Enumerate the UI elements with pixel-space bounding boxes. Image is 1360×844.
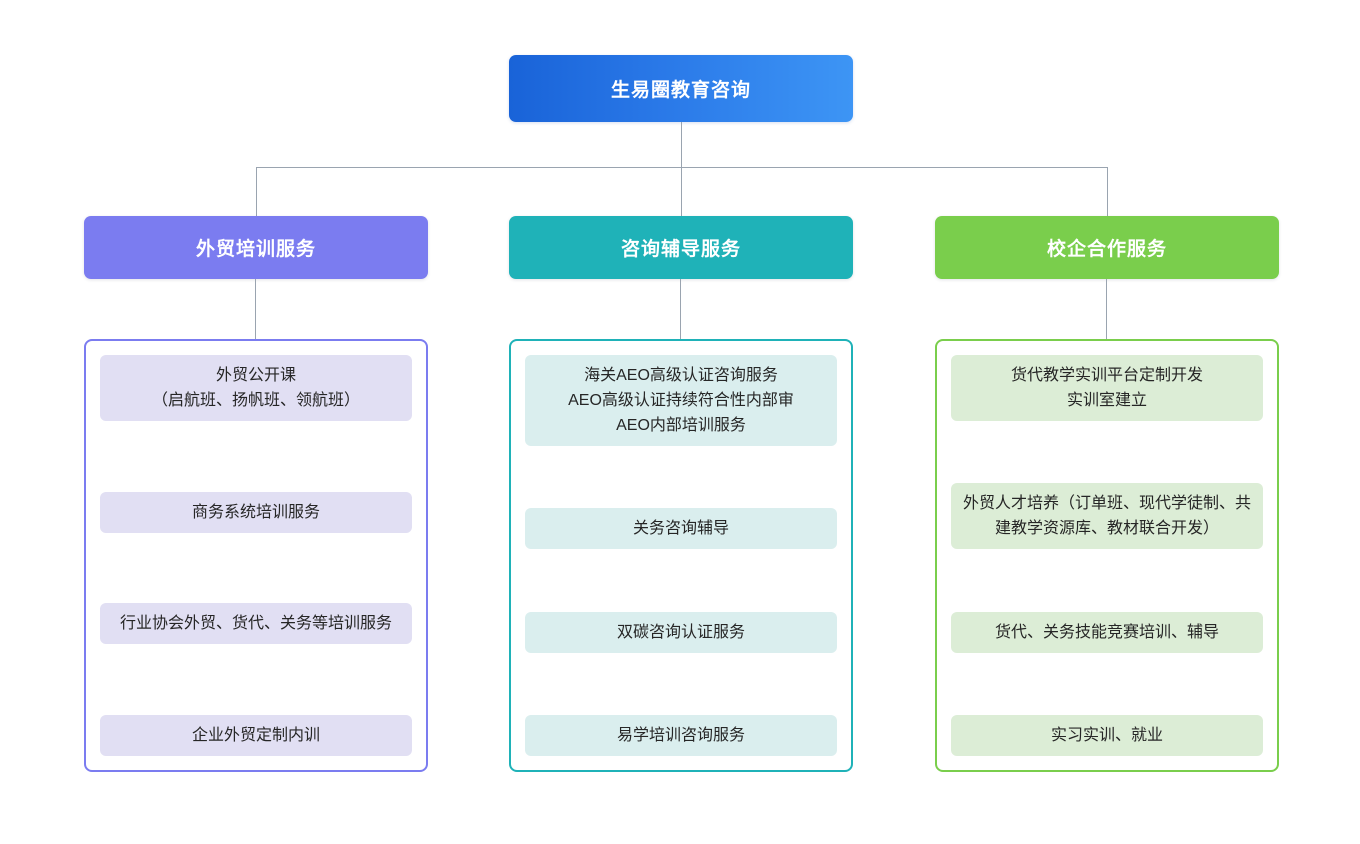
item-card[interactable]: 外贸公开课 （启航班、扬帆班、领航班） — [100, 355, 412, 421]
branch-drop-connector-1 — [256, 167, 257, 216]
item-card[interactable]: 货代、关务技能竞赛培训、辅导 — [951, 611, 1263, 653]
branch-stem-connector-1 — [255, 279, 256, 339]
branch-column-3: 校企合作服务 货代教学实训平台定制开发 实训室建立 外贸人才培养（订单班、现代学… — [935, 216, 1279, 772]
branch-header-label-1: 外贸培训服务 — [195, 239, 316, 260]
branch-drop-connector-3 — [1107, 167, 1108, 216]
root-node-label: 生易圈教育咨询 — [610, 80, 751, 101]
root-stem-connector — [681, 122, 682, 167]
branch-column-1: 外贸培训服务 外贸公开课 （启航班、扬帆班、领航班） 商务系统培训服务 行业协会… — [84, 216, 428, 772]
branch-header-2[interactable]: 咨询辅导服务 — [509, 216, 853, 279]
branch-drop-connector-2 — [681, 167, 682, 216]
branch-items-container-1: 外贸公开课 （启航班、扬帆班、领航班） 商务系统培训服务 行业协会外贸、货代、关… — [84, 339, 428, 772]
item-card[interactable]: 企业外贸定制内训 — [100, 714, 412, 756]
branch-header-1[interactable]: 外贸培训服务 — [84, 216, 428, 279]
item-card[interactable]: 商务系统培训服务 — [100, 491, 412, 533]
branch-stem-connector-2 — [680, 279, 681, 339]
root-node[interactable]: 生易圈教育咨询 — [509, 55, 853, 122]
item-card[interactable]: 海关AEO高级认证咨询服务 AEO高级认证持续符合性内部审 AEO内部培训服务 — [525, 355, 837, 446]
item-card[interactable]: 双碳咨询认证服务 — [525, 611, 837, 653]
item-card[interactable]: 关务咨询辅导 — [525, 508, 837, 550]
branch-items-container-3: 货代教学实训平台定制开发 实训室建立 外贸人才培养（订单班、现代学徒制、共建教学… — [935, 339, 1279, 772]
branch-header-label-3: 校企合作服务 — [1046, 239, 1167, 260]
branch-header-3[interactable]: 校企合作服务 — [935, 216, 1279, 279]
branch-items-container-2: 海关AEO高级认证咨询服务 AEO高级认证持续符合性内部审 AEO内部培训服务 … — [509, 339, 853, 772]
branch-header-label-2: 咨询辅导服务 — [620, 239, 741, 260]
item-card[interactable]: 外贸人才培养（订单班、现代学徒制、共建教学资源库、教材联合开发） — [951, 483, 1263, 550]
branch-column-2: 咨询辅导服务 海关AEO高级认证咨询服务 AEO高级认证持续符合性内部审 AEO… — [509, 216, 853, 772]
item-card[interactable]: 易学培训咨询服务 — [525, 714, 837, 756]
item-card[interactable]: 货代教学实训平台定制开发 实训室建立 — [951, 355, 1263, 421]
item-card[interactable]: 实习实训、就业 — [951, 714, 1263, 756]
item-card[interactable]: 行业协会外贸、货代、关务等培训服务 — [100, 603, 412, 645]
branch-stem-connector-3 — [1106, 279, 1107, 339]
